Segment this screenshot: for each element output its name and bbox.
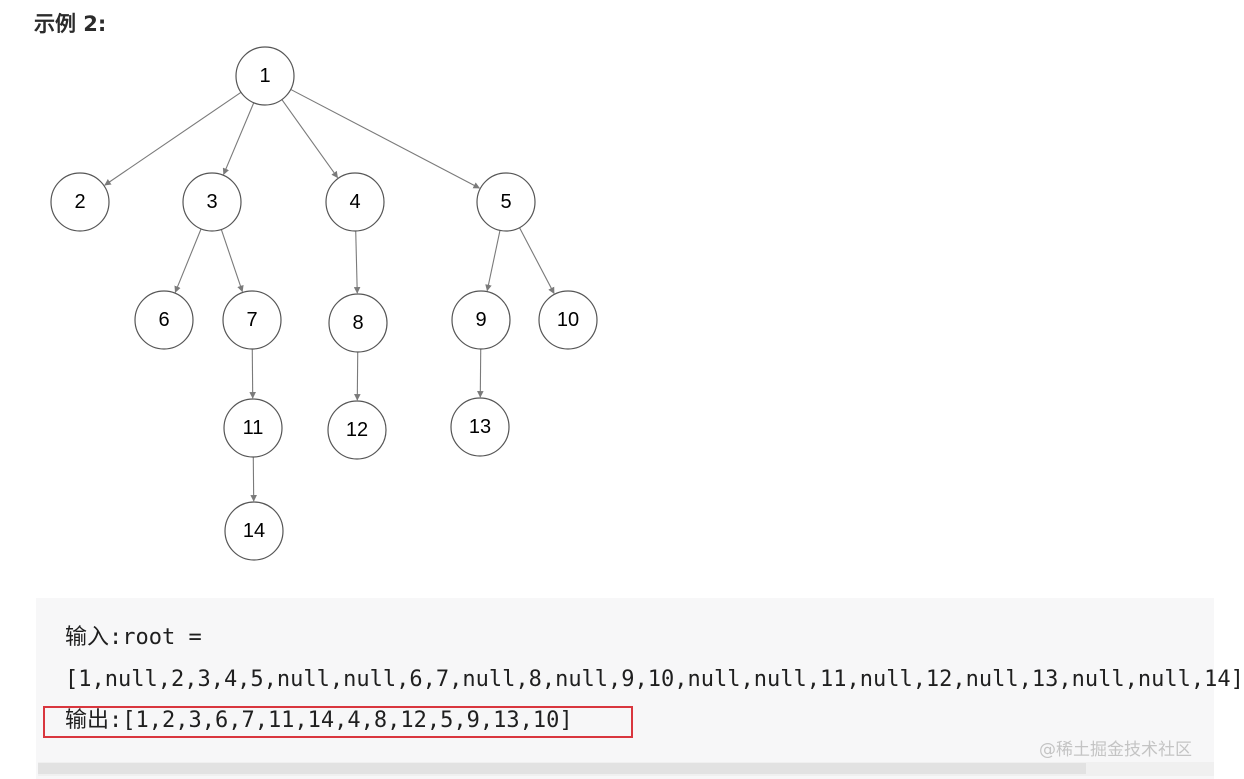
- node-circle: [222, 290, 282, 350]
- node-label: 5: [500, 191, 511, 213]
- input-label-line: 输入:root =: [65, 625, 202, 650]
- node-label: 1: [259, 65, 270, 87]
- edge-5-10: [519, 227, 555, 295]
- edge-1-3: [222, 102, 255, 175]
- tree-node-1: 1: [235, 46, 295, 106]
- edge-4-8: [353, 230, 361, 294]
- tree-edges: [104, 88, 555, 502]
- node-label: 11: [243, 417, 264, 439]
- tree-node-3: 3: [182, 172, 242, 232]
- tree-node-7: 7: [222, 290, 282, 350]
- tree-node-2: 2: [50, 172, 110, 232]
- node-circle: [451, 290, 511, 350]
- node-label: 10: [557, 309, 579, 331]
- node-label: 13: [469, 416, 491, 438]
- node-label: 9: [475, 309, 486, 331]
- node-label: 7: [246, 309, 257, 331]
- tree-node-9: 9: [451, 290, 511, 350]
- node-circle: [235, 46, 295, 106]
- node-label: 2: [74, 191, 85, 213]
- node-label: 4: [349, 191, 360, 213]
- tree-node-8: 8: [328, 293, 388, 353]
- output-highlight-box: [43, 706, 633, 738]
- edge-5-9: [485, 230, 501, 292]
- node-label: 3: [206, 191, 217, 213]
- edge-1-2: [104, 91, 242, 186]
- tree-node-13: 13: [450, 397, 510, 457]
- tree-node-12: 12: [327, 400, 387, 460]
- node-circle: [325, 172, 385, 232]
- node-label: 12: [346, 419, 368, 441]
- node-circle: [50, 172, 110, 232]
- output-line: 输出:[1,2,3,6,7,11,14,4,8,12,5,9,13,10]: [65, 708, 573, 733]
- tree-node-6: 6: [134, 290, 194, 350]
- edge-3-6: [174, 228, 202, 293]
- tree-node-10: 10: [538, 290, 598, 350]
- node-circle: [182, 172, 242, 232]
- node-circle: [538, 290, 598, 350]
- node-label: 6: [158, 309, 169, 331]
- tree-node-14: 14: [224, 501, 284, 561]
- node-circle: [223, 398, 283, 458]
- tree-node-5: 5: [476, 172, 536, 232]
- node-circle: [450, 397, 510, 457]
- code-block: [36, 598, 1214, 779]
- example-heading: 示例 2:: [34, 12, 107, 36]
- watermark: @稀土掘金技术社区: [1039, 740, 1192, 760]
- node-label: 14: [243, 520, 265, 542]
- node-circle: [328, 293, 388, 353]
- tree-node-11: 11: [223, 398, 283, 458]
- input-array-line: [1,null,2,3,4,5,null,null,6,7,null,8,nul…: [65, 667, 1244, 692]
- edge-1-5: [290, 88, 480, 189]
- node-label: 8: [352, 312, 363, 334]
- horizontal-scrollbar-thumb[interactable]: [38, 763, 1086, 774]
- node-circle: [476, 172, 536, 232]
- node-circle: [224, 501, 284, 561]
- tree-node-4: 4: [325, 172, 385, 232]
- node-circle: [134, 290, 194, 350]
- node-circle: [327, 400, 387, 460]
- edge-3-7: [220, 229, 244, 293]
- edge-1-4: [281, 99, 339, 179]
